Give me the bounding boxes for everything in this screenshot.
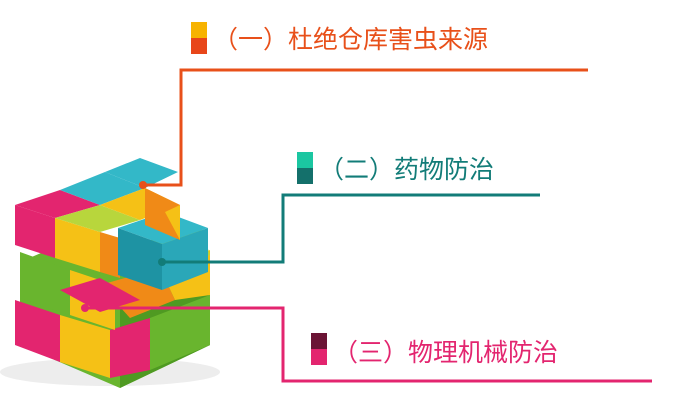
- marker-2: [297, 152, 313, 184]
- marker-1-top: [191, 22, 207, 38]
- connector-dot-2: [158, 258, 166, 266]
- item-label-3: （三）物理机械防治: [333, 338, 559, 367]
- connector-dot-3: [81, 304, 89, 312]
- connector-line-3: [85, 306, 652, 383]
- connector-lines: [81, 68, 652, 383]
- marker-3-top: [311, 333, 327, 349]
- connector-line-1: [143, 68, 588, 187]
- marker-1: [191, 22, 207, 54]
- connector-line-2: [162, 193, 540, 264]
- item-label-2: （二）药物防治: [319, 155, 495, 184]
- item-label-1: （一）杜绝仓库害虫来源: [213, 25, 489, 54]
- marker-3: [311, 333, 327, 365]
- marker-1-bottom: [191, 38, 207, 54]
- marker-2-top: [297, 152, 313, 168]
- marker-3-bottom: [311, 349, 327, 365]
- marker-2-bottom: [297, 168, 313, 184]
- connector-dot-1: [139, 181, 147, 189]
- rubiks-cube-illustration: [0, 158, 220, 388]
